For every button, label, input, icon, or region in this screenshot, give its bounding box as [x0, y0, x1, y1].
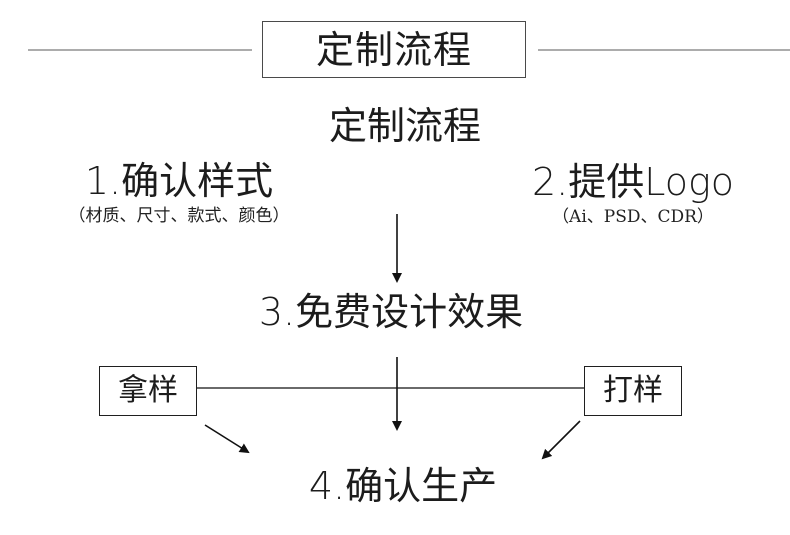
step-2-title: 2.提供Logo: [531, 160, 735, 204]
header-title: 定制流程: [315, 27, 472, 72]
arrow-left-to-step4: [204, 424, 250, 454]
step-1: 1.确认样式 （材质、尺寸、款式、颜色）: [44, 162, 314, 226]
step-4-title: 4.确认生产: [308, 464, 498, 508]
step-1-subtitle: （材质、尺寸、款式、颜色）: [68, 206, 290, 226]
sample-pickup-box: 拿样: [99, 366, 197, 416]
sample-pickup-label: 拿样: [118, 373, 178, 408]
step-2-subtitle: （Ai、PSD、CDR）: [552, 207, 714, 227]
sample-production-box: 打样: [584, 366, 682, 416]
step-1-title: 1.确认样式: [84, 159, 274, 203]
main-title: 定制流程: [328, 104, 481, 148]
step-2: 2.提供Logo （Ai、PSD、CDR）: [508, 163, 758, 227]
arrow-right-to-step4: [541, 420, 581, 460]
sample-production-label: 打样: [603, 373, 663, 408]
header-box: 定制流程: [262, 21, 526, 78]
step-3-title: 3.免费设计效果: [258, 290, 524, 334]
